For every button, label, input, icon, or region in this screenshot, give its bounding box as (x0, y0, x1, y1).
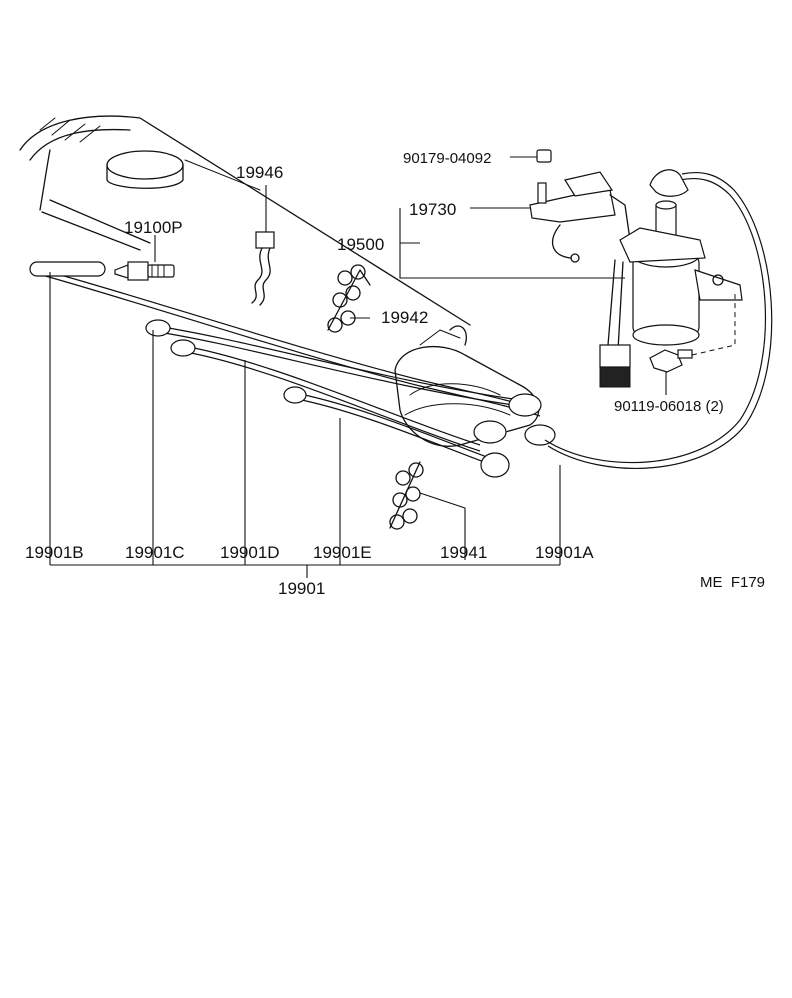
spark-plug-wires (29, 169, 773, 478)
bolt-90119 (649, 349, 693, 373)
leader-lines (49, 156, 667, 578)
label-19941: 19941 (440, 543, 487, 562)
spark-plug (114, 261, 175, 281)
label-19901A: 19901A (535, 543, 594, 562)
wire-clamp-19946 (251, 231, 275, 306)
wire-clamp-19941 (389, 461, 424, 530)
figure-code: ME F179 (700, 574, 765, 591)
label-19901B: 19901B (25, 543, 84, 562)
wire-clamp-19942 (327, 264, 371, 333)
label-19730: 19730 (409, 200, 456, 219)
engine-outline (19, 115, 471, 326)
plug-boot-c (145, 319, 171, 337)
label-19901C: 19901C (125, 543, 185, 562)
nut-90179 (536, 149, 552, 163)
plug-boot-e (283, 386, 307, 404)
label-19946: 19946 (236, 163, 283, 182)
label-90119-06018: 90119-06018 (2) (614, 398, 724, 415)
ignition-coil (599, 200, 743, 388)
label-19901D: 19901D (220, 543, 280, 562)
igniter (529, 171, 631, 263)
label-19100P: 19100P (124, 218, 183, 237)
label-19500: 19500 (337, 235, 384, 254)
label-19901E: 19901E (313, 543, 372, 562)
label-19901: 19901 (278, 579, 325, 598)
plug-boot-d (170, 339, 196, 357)
label-90179-04092: 90179-04092 (403, 150, 491, 167)
plug-boot-b (29, 261, 106, 277)
label-19942: 19942 (381, 308, 428, 327)
